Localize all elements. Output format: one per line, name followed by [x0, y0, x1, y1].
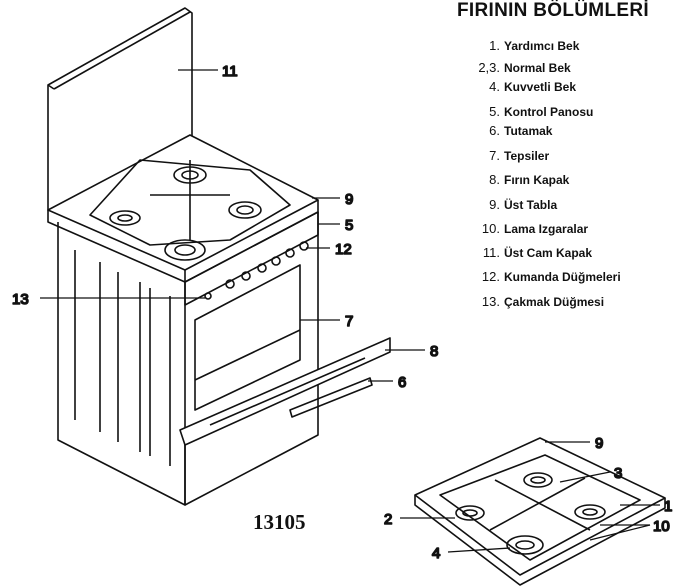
legend-item: 10.Lama Izgaralar [481, 221, 589, 236]
diagram-title: FIRININ BÖLÜMLERİ [457, 0, 649, 21]
legend-item: 6.Tutamak [489, 123, 553, 138]
legend-item: 1.Yardımcı Bek [489, 38, 580, 53]
callout-8: 8 [430, 343, 438, 360]
callout-detail-1: 1 [664, 498, 672, 515]
callout-7: 7 [345, 313, 353, 330]
legend-item: 9.Üst Tabla [489, 197, 558, 212]
legend-item: 7.Tepsiler [489, 148, 550, 163]
oven-body [57, 211, 391, 506]
stove-burners [89, 159, 291, 261]
callout-detail-4: 4 [432, 545, 440, 562]
callout-detail-9: 9 [595, 435, 603, 452]
callout-detail-3: 3 [614, 465, 622, 482]
legend-item: 4.Kuvvetli Bek [489, 79, 577, 94]
legend-item: 2,3.Normal Bek [478, 60, 571, 75]
legend-item: 12.Kumanda Düğmeleri [481, 269, 621, 284]
legend-item: 5.Kontrol Panosu [489, 104, 594, 119]
callout-lines [40, 69, 660, 553]
legend-item: 11.Üst Cam Kapak [482, 245, 593, 260]
callout-detail-2: 2 [384, 511, 392, 528]
callout-11: 11 [222, 63, 238, 80]
callout-13: 13 [12, 291, 29, 308]
callout-9: 9 [345, 191, 353, 208]
hob-detail [414, 437, 666, 586]
legend-item: 13.Çakmak Düğmesi [481, 294, 605, 309]
callout-5: 5 [345, 217, 353, 234]
legend-item: 8.Fırın Kapak [489, 172, 570, 187]
callout-6: 6 [398, 374, 406, 391]
callout-detail-10: 10 [653, 518, 670, 535]
callout-12: 12 [335, 241, 352, 258]
model-number: 13105 [253, 510, 306, 534]
